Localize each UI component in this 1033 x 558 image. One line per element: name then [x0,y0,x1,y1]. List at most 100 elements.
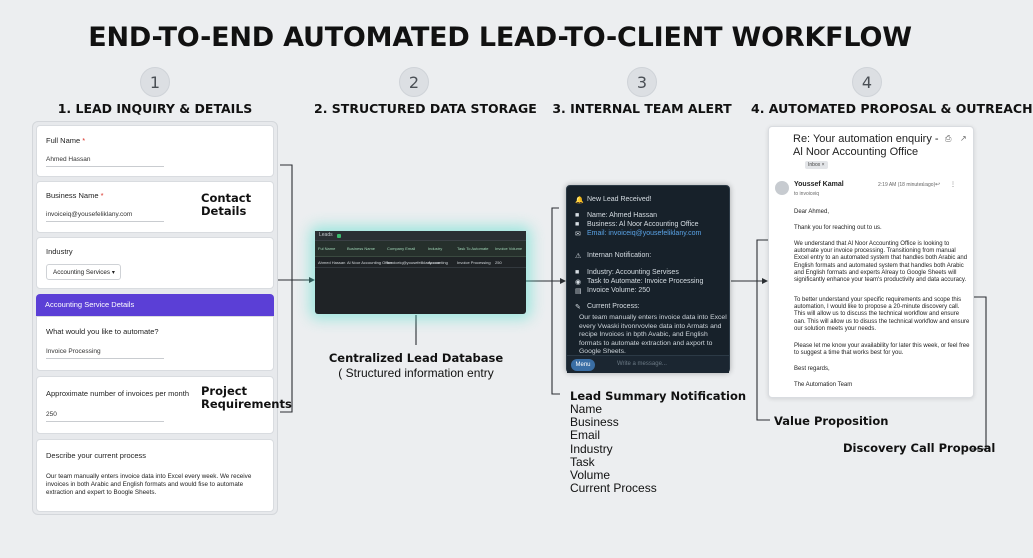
sheet-data-row: Ahmed Hassan Al Noor Accounting Office i… [315,257,526,268]
memo-icon: ✎ [575,304,581,311]
alert-process-body: Our team manually enters invoice data in… [579,314,727,356]
sheet-icon [337,234,341,238]
person-icon: ■ [575,212,580,219]
sheet-header-cell: Ful Name [318,246,336,251]
sheet-cell: Invoice Processing [457,260,491,265]
menu-button[interactable]: Menu [571,359,595,371]
lead-form: Full Name * Ahmed Hassan Business Name *… [32,121,278,515]
email-greeting: Dear Ahmed, [794,209,830,215]
full-name-card: Full Name * Ahmed Hassan [36,125,274,177]
chevron-down-icon: ▾ [111,270,115,276]
target-icon: ◉ [575,279,582,286]
business-name-underline [46,221,164,222]
industry-select[interactable]: Accounting Services ▾ [46,264,121,280]
database-caption-title: Centralized Lead Database [328,351,504,365]
industry-card: Industry Accounting Services ▾ [36,237,274,289]
full-name-underline [46,166,164,167]
sheet-header-cell: Company Email [387,246,416,251]
proposal-email: Re: Your automation enquiry - Al Noor Ac… [768,126,974,398]
email-subject: Re: Your automation enquiry - Al Noor Ac… [793,133,939,158]
building-icon: ■ [575,221,580,228]
sheet-header-cell: Business Name [347,246,376,251]
sheet-cell: Al Noor Accounting Office [347,260,393,265]
sheet-cell: 250 [495,260,502,265]
compose-bar: Menu Write a message... [567,355,729,373]
alert-section-title: Internan Notification: [587,252,652,259]
avatar [775,181,789,195]
database-caption-subtitle: ( Structured information entry [338,366,494,380]
sheet-toolbar: Leads [315,231,526,241]
summary-item: Email [570,428,601,443]
alert-business: Business: Al Noor Accounting Office [587,221,699,228]
chart-icon: ▤ [575,288,582,295]
full-name-label: Full Name * [46,136,86,145]
star-icon[interactable]: ☆ [921,182,927,188]
step-2-label: 2. STRUCTURED DATA STORAGE [314,101,537,116]
value-proposition-callout: Value Proposition [774,414,889,428]
sheet-cell: Ahmed Hassan [318,260,346,265]
warning-icon: ⚠ [575,253,582,260]
lead-database-sheet: Leads Ful Name Business Name Company Ema… [315,231,526,314]
more-options-icon[interactable]: ⋮ [950,182,956,188]
summary-item: Volume [570,468,611,483]
summary-item: Name [570,402,603,416]
briefcase-icon: ■ [575,269,580,276]
invoices-underline [46,421,164,422]
step-4-label: 4. AUTOMATED PROPOSAL & OUTREACH [751,101,1033,116]
sheet-header-cell: Invoice Volume [495,246,523,251]
summary-item: Business [570,415,619,430]
alert-industry: Industry: Accounting Servises [587,269,679,276]
alert-email[interactable]: Email: invoiceiq@yousefeliklany.com [587,230,702,237]
invoices-card: Approximate number of invoices per month… [36,376,274,434]
sheet-cell: Accounting [428,260,448,265]
email-signature: The Automation Team [794,382,853,388]
project-requirements-callout: Project Requirements [201,384,292,411]
step-1-label: 1. LEAD INQUIRY & DETAILS [57,101,253,116]
team-alert-message: 🔔 New Lead Received! ■ Name: Ahmed Hassa… [566,185,730,373]
email-icon: ✉ [575,231,581,238]
business-name-field[interactable]: invoiceiq@yousefeliklany.com [46,211,133,218]
process-label: Describe your current process [46,451,147,460]
step-1-number: 1 [140,67,170,97]
summary-item: Task [570,454,595,469]
open-new-window-icon[interactable]: ↗ [960,134,967,143]
summary-item: Industry [570,441,613,456]
alert-task: Task to Automate: Invoice Processing [587,278,704,285]
page-title: END-TO-END AUTOMATED LEAD-TO-CLIENT WORK… [88,22,912,53]
discovery-call-callout: Discovery Call Proposal [843,441,996,455]
automate-label: What would you like to automate? [46,327,159,336]
step-3-label: 3. INTERNAL TEAM ALERT [552,101,732,116]
message-input[interactable]: Write a message... [617,361,667,367]
step-4-number: 4 [852,67,882,97]
alert-volume: Invoice Volume: 250 [587,287,651,294]
contact-details-callout: Contact Details [201,191,252,218]
invoices-label: Approximate number of invoices per month [46,389,189,398]
business-name-card: Business Name * invoiceiq@yousefeliklany… [36,181,274,233]
summary-item: Current Process [570,481,657,496]
email-paragraph-1: We understand that Al Noor Accounting Of… [794,241,968,284]
automate-card: What would you like to automate? Invoice… [36,316,274,371]
full-name-field[interactable]: Ahmed Hassan [46,156,91,163]
email-paragraph-3: Please let me know your availability for… [794,343,970,357]
automate-underline [46,358,164,359]
process-card: Describe your current process Our team m… [36,439,274,512]
invoices-field[interactable]: 250 [46,411,57,418]
sheet-header-row: Ful Name Business Name Company Email Ind… [315,241,526,257]
sender-name: Youssef Kamal [794,181,844,188]
reply-icon[interactable]: ↩ [935,182,941,188]
automate-field[interactable]: Invoice Processing [46,348,101,355]
section-header: Accounting Service Details [36,294,274,316]
step-2-number: 2 [399,67,429,97]
industry-label: Industry [46,247,73,256]
email-time: 2:19 AM (18 minutes ago) [878,182,936,188]
sheet-cell: invoiceiq@yousefeliklany.com [387,260,441,265]
email-regards: Best regards, [794,366,830,372]
inbox-tag[interactable]: Inbox × [805,161,828,169]
sheet-tab[interactable]: Leads [319,232,333,238]
alert-process-title: Current Process: [587,303,640,310]
email-recipient: to invoiceiq [794,191,820,197]
process-field[interactable]: Our team manually enters invoice data in… [46,473,252,496]
email-thanks: Thank you for reaching out to us. [794,225,882,231]
print-icon[interactable]: ⎙ [945,134,952,143]
lead-summary-title: Lead Summary Notification [570,389,747,403]
